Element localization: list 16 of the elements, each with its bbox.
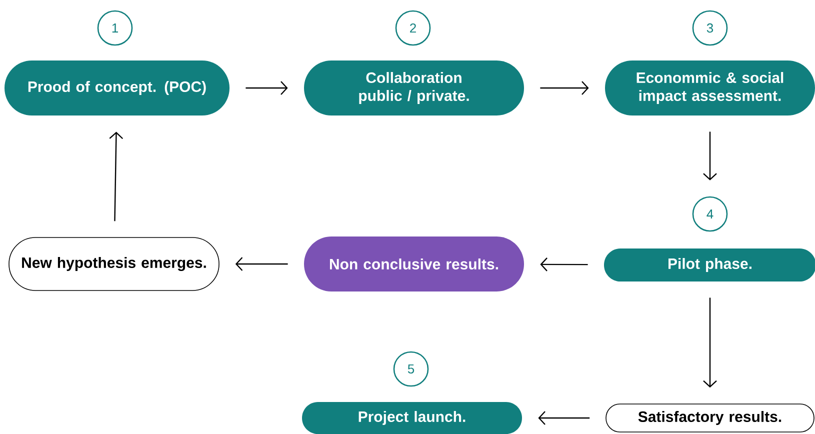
step-box: Econommic & social impact assessment.: [605, 60, 815, 116]
arrow: [538, 411, 590, 425]
outcome-box: Satisfactory results.: [606, 404, 814, 432]
step-box: Collaboration public / private.: [304, 60, 524, 116]
result-box: Non conclusive results.: [304, 236, 524, 292]
arrow: [703, 298, 717, 388]
arrow: [246, 81, 288, 95]
step-box: Pilot phase.: [604, 248, 815, 282]
arrow: [540, 81, 589, 95]
arrow: [235, 257, 288, 271]
arrow: [540, 258, 588, 272]
arrow: [703, 132, 717, 180]
outcome-box: New hypothesis emerges.: [8, 237, 220, 291]
step-box: Project launch.: [302, 402, 522, 434]
arrow: [109, 132, 124, 222]
step-box: Prood of concept. (POC): [4, 60, 230, 116]
